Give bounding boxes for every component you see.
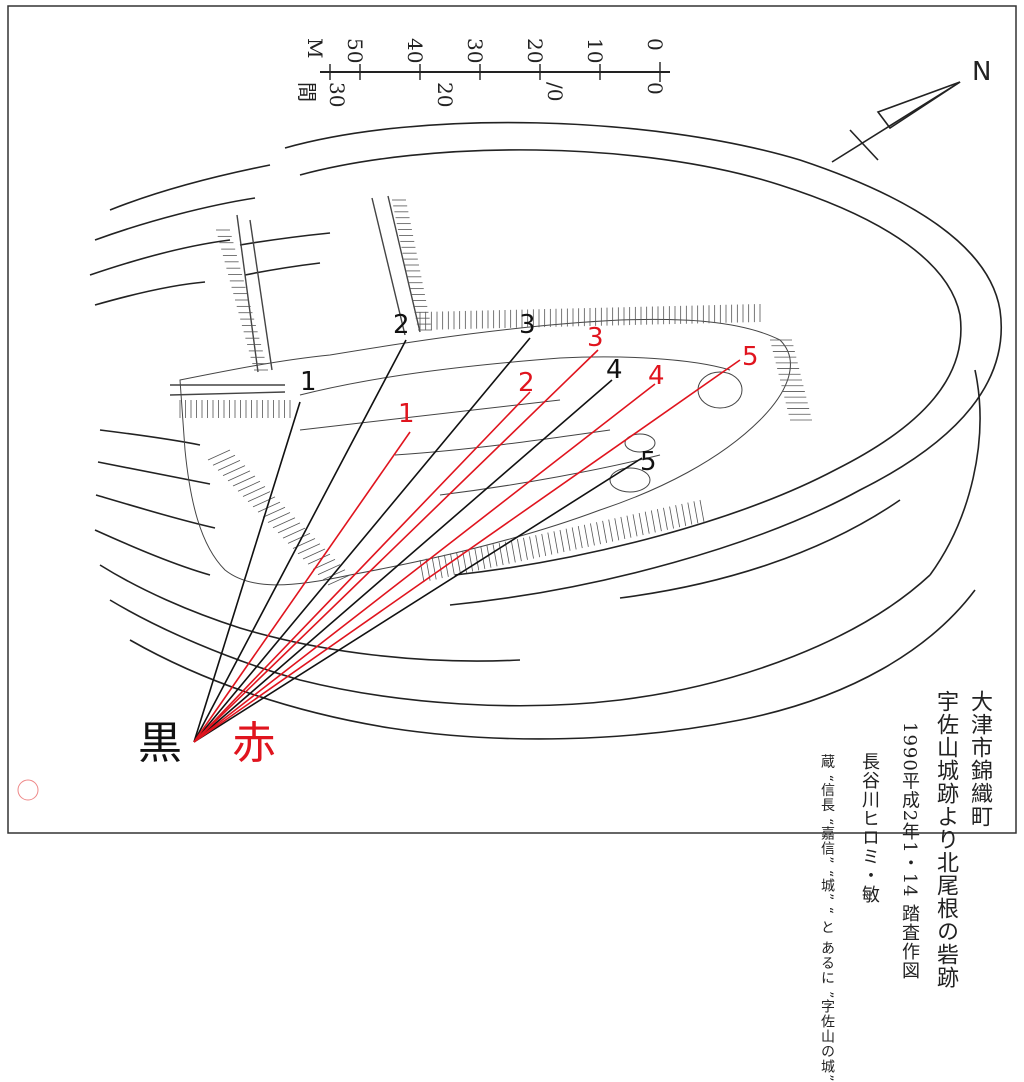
sight-lines [193, 337, 741, 743]
point-label-black: 3 [519, 310, 536, 340]
legend-red-label: 赤 [232, 718, 276, 769]
stamp-mark [17, 779, 39, 801]
scale-ken-tick: 10 [583, 38, 607, 63]
sight-line-black [193, 339, 407, 743]
caption-col-3: 1990平成2年1・14 踏査作図 [899, 722, 920, 981]
scale-meter-tick: 20 [433, 82, 457, 107]
scale-meter-tick: /0 [543, 82, 567, 101]
caption-col-4: 長谷川ヒロミ・敏 [859, 752, 880, 904]
point-label-black: 2 [393, 310, 410, 340]
point-label-red: 3 [587, 323, 604, 353]
sight-line-black [193, 457, 643, 743]
sight-line-red [193, 383, 656, 743]
contour-lines [89, 121, 1002, 740]
scale-ken-tick: 30 [463, 38, 487, 63]
caption-col-2: 宇佐山城跡より北尾根の砦跡 [933, 690, 958, 989]
legend-black-label: 黒 [138, 718, 182, 769]
point-label-red: 4 [648, 361, 665, 391]
point-label-red: 1 [398, 399, 415, 429]
scale-ken-tick: 20 [523, 38, 547, 63]
sight-line-black [193, 379, 613, 743]
sight-line-red [193, 391, 531, 743]
sight-line-red [193, 431, 411, 743]
point-label-black: 5 [640, 447, 657, 477]
scale-ken-tick: 0 [643, 38, 667, 51]
sight-line-red [193, 349, 599, 743]
sight-line-red [193, 359, 741, 743]
scale-meter-tick: 30 [325, 82, 349, 107]
north-arrow: N [831, 57, 991, 163]
scale-ken-tick: 40 [403, 38, 427, 63]
sight-line-black [193, 401, 301, 743]
scale-ken-tick: 50 [343, 38, 367, 63]
sight-line-black [193, 337, 531, 743]
point-label-red: 2 [518, 368, 535, 398]
page-border [7, 5, 1017, 834]
point-label-black: 1 [300, 367, 317, 397]
point-label-red: 5 [742, 342, 759, 372]
scale-meter-tick: 0 [643, 82, 667, 95]
scale-meter-unit: 間 [295, 82, 319, 102]
north-label: N [972, 57, 991, 87]
caption-col-1: 大津市錦織町 [967, 690, 992, 828]
caption-col-5: 蔵 “信長 “嘉信” “城” “ と あるに ”字佐山の城” [819, 754, 835, 1082]
scale-ken-unit: M [303, 38, 327, 58]
scale-bar: 0 10 20 30 40 50 M 0 /0 20 30 間 [295, 38, 670, 107]
point-label-black: 4 [606, 355, 623, 385]
